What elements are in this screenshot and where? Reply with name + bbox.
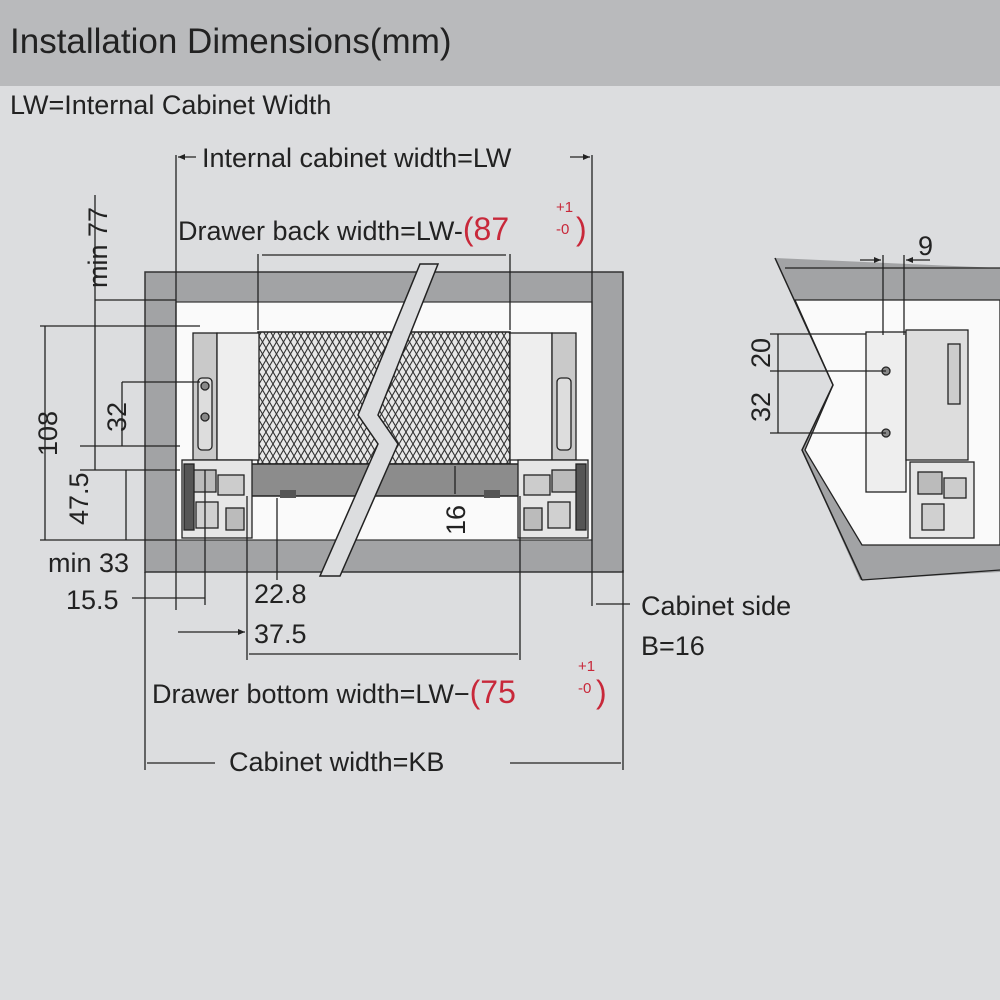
header-bar: Installation Dimensions(mm) [0, 0, 1000, 86]
dim-20: 20 [746, 338, 776, 368]
bottom-tol-plus: +1 [578, 658, 595, 675]
bottom-tol-minus: -0 [578, 680, 591, 697]
internal-width-label: Internal cabinet width=LW [202, 143, 512, 173]
dim-22-8: 22.8 [254, 579, 307, 609]
dim-min77: min 77 [83, 207, 113, 288]
dim-108: 108 [33, 411, 63, 456]
cabinet-side-view [770, 255, 1000, 581]
subtitle: LW=Internal Cabinet Width [10, 90, 332, 120]
side-thickness-label: B=16 [641, 631, 705, 661]
back-tol-minus: -0 [556, 221, 569, 238]
left-runner [181, 332, 260, 539]
dimension-lines [40, 154, 630, 770]
dim-16: 16 [441, 505, 471, 535]
cabinet-width-label: Cabinet width=KB [229, 747, 444, 777]
dim-37-5: 37.5 [254, 619, 307, 649]
back-width-label: Drawer back width=LW-(87 [178, 211, 509, 247]
right-runner [509, 332, 589, 539]
back-paren-close: ) [576, 211, 587, 247]
dim-min33: min 33 [48, 548, 129, 578]
bottom-width-label: Drawer bottom width=LW−(75 [152, 674, 516, 710]
dim-47-5: 47.5 [64, 472, 94, 525]
bottom-foot-right [484, 490, 500, 498]
dim-9: 9 [918, 231, 933, 261]
break-band [318, 263, 440, 577]
dim-15-5: 15.5 [66, 585, 119, 615]
cabinet-side-label: Cabinet side [641, 591, 791, 621]
dim-32: 32 [102, 402, 132, 432]
back-tol-plus: +1 [556, 199, 573, 216]
page-title: Installation Dimensions(mm) [10, 22, 452, 61]
dim-32-side: 32 [746, 392, 776, 422]
bottom-paren-close: ) [596, 674, 607, 710]
cabinet-front-view [144, 263, 624, 577]
bottom-foot-left [280, 490, 296, 498]
